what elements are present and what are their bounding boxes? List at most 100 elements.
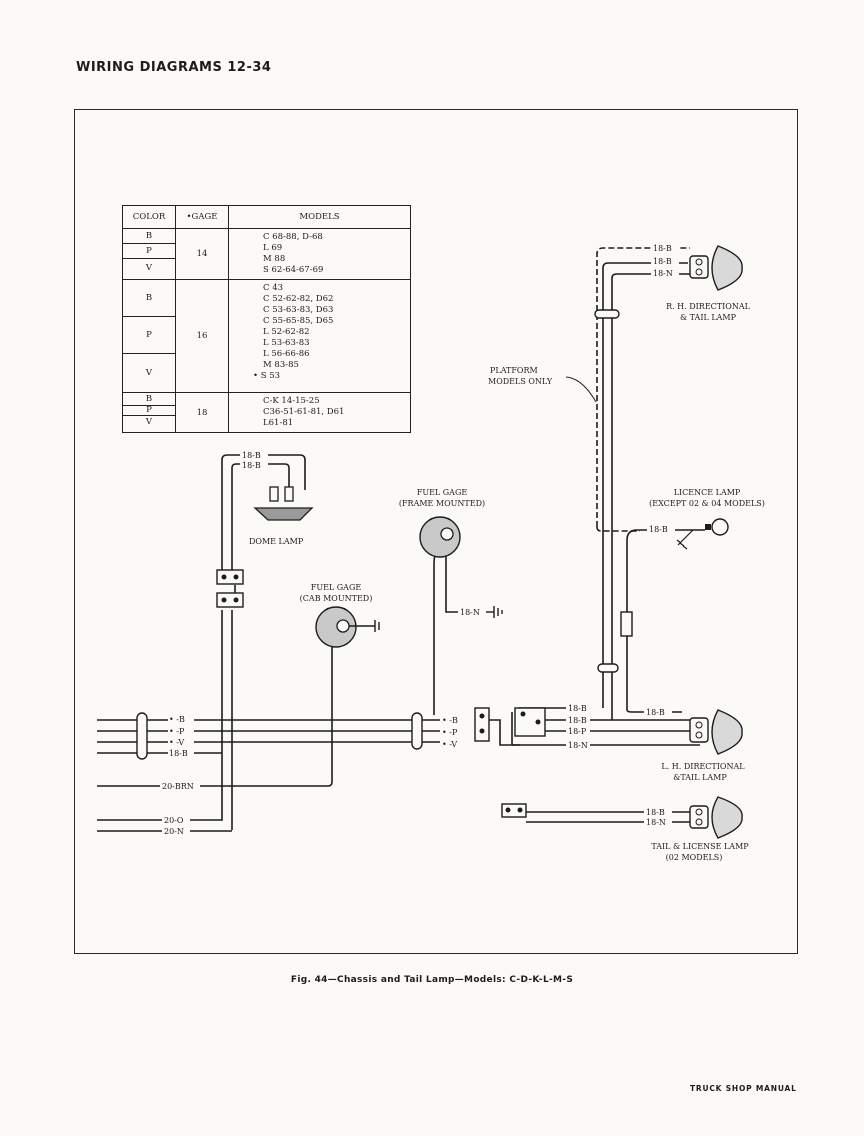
wire-label: 18-B [568, 716, 587, 725]
licence-connector [620, 611, 633, 637]
connector-mid [474, 707, 490, 742]
wire-label: 18-N [568, 741, 588, 750]
wire-label: • -P [169, 727, 185, 736]
wire-label: 20-BRN [162, 782, 194, 791]
model-line: L 56-66-86 [263, 349, 310, 359]
wire-label: 20-N [164, 827, 184, 836]
platform-label: PLATFORM [490, 366, 538, 375]
wire-label: 18-B [242, 451, 261, 460]
model-line: C 53-63-83, D63 [263, 305, 334, 315]
wire-table: COLOR •GAGE MODELS B P V 14 C 68-88, D-6… [122, 205, 411, 433]
model-line: C 52-62-82, D62 [263, 294, 334, 304]
ground-icon [486, 606, 503, 618]
connector-dome-upper [216, 569, 244, 585]
table-header-color: COLOR [122, 205, 176, 229]
wire-label: 18-P [568, 727, 587, 736]
lh-lamp-icon [689, 709, 743, 755]
wire-label: • -V [442, 740, 457, 749]
fuel-gage-cab-label: FUEL GAGE [311, 583, 362, 592]
table-header-models: MODELS [228, 205, 411, 229]
wire-label: • -B [169, 715, 185, 724]
wire-licence [626, 529, 705, 713]
wire-frame-gage-ground [445, 548, 458, 613]
rh-lamp-icon [689, 245, 743, 291]
licence-lamp-sub: (EXCEPT 02 & 04 MODELS) [649, 499, 765, 508]
model-line: L 69 [263, 243, 283, 253]
color-cell: V [145, 368, 153, 378]
platform-leader [565, 376, 597, 403]
tail-license-lamp-icon [689, 796, 743, 839]
wire-label: • -P [442, 728, 458, 737]
platform-wire-2 [596, 526, 640, 532]
lh-lamp-sub: &TAIL LAMP [673, 773, 727, 782]
wire-link [487, 719, 520, 746]
clip-rh [594, 309, 620, 319]
model-line: • S 53 [253, 371, 281, 381]
figure-caption: Fig. 44—Chassis and Tail Lamp—Models: C-… [290, 975, 574, 985]
color-cell: B [123, 280, 175, 317]
licence-lamp-label: LICENCE LAMP [674, 488, 741, 497]
model-line: S 62-64-67-69 [263, 265, 324, 275]
clip-lh [597, 663, 619, 673]
fuel-gage-frame-icon [419, 516, 461, 558]
wire-label: • -B [442, 716, 458, 725]
wire-label: • -V [169, 738, 184, 747]
wire-label: 18-N [653, 269, 673, 278]
footer: TRUCK SHOP MANUAL [690, 1084, 797, 1093]
model-line: C-K 14-15-25 [263, 396, 320, 406]
dome-wire-lower [221, 585, 236, 830]
dome-lamp-label: DOME LAMP [249, 537, 304, 546]
table-header-gage: •GAGE [175, 205, 229, 229]
color-cell: P [123, 317, 175, 354]
wire-label: 18-N [646, 818, 666, 827]
wire-20-o [97, 753, 223, 821]
connector-dome-lower [216, 592, 244, 608]
licence-lamp-icon [676, 518, 729, 550]
wire-rh-n [611, 273, 690, 720]
gage-cell: 18 [175, 392, 229, 433]
wire-label: 18-N [460, 608, 480, 617]
diagram-frame [74, 109, 798, 954]
fuel-gage-frame-sub: (FRAME MOUNTED) [399, 499, 485, 508]
wire-frame-gage [433, 547, 441, 715]
color-cell: B [123, 229, 175, 244]
wire-label: 18-B [169, 749, 188, 758]
model-line: C 68-88, D-68 [263, 232, 323, 242]
model-line: C 43 [263, 283, 284, 293]
platform-wire [596, 247, 690, 527]
fuel-gage-cab-icon [315, 606, 380, 648]
rh-lamp-label: R. H. DIRECTIONAL [666, 302, 751, 311]
harness-clip-left [136, 712, 148, 760]
color-cell: P [123, 406, 175, 416]
model-line: L 53-63-83 [263, 338, 310, 348]
fuel-gage-frame-label: FUEL GAGE [417, 488, 468, 497]
wire-label: 18-B [242, 461, 261, 470]
color-cell: P [123, 244, 175, 259]
fuel-gage-cab-sub: (CAB MOUNTED) [300, 594, 373, 603]
tail-license-sub: (02 MODELS) [666, 853, 723, 862]
model-line: M 88 [263, 254, 286, 264]
model-line: L 52-62-82 [263, 327, 310, 337]
lh-lamp-label: L. H. DIRECTIONAL [661, 762, 745, 771]
model-line: L61-81 [263, 418, 294, 428]
platform-sub: MODELS ONLY [488, 377, 553, 386]
wire-label: 18-B [653, 244, 672, 253]
color-cell: V [145, 417, 153, 427]
color-cell: V [145, 263, 153, 273]
model-line: C 55-65-85, D65 [263, 316, 334, 326]
page-header: WIRING DIAGRAMS 12-34 [76, 60, 272, 75]
model-line: M 83-85 [263, 360, 299, 370]
connector-tail-license [501, 803, 527, 818]
model-line: C36-51-61-81, D61 [263, 407, 345, 417]
wire-20-brn [97, 642, 333, 787]
color-cell: B [123, 393, 175, 406]
dome-lamp-icon [253, 486, 314, 521]
tail-license-label: TAIL & LICENSE LAMP [651, 842, 749, 851]
